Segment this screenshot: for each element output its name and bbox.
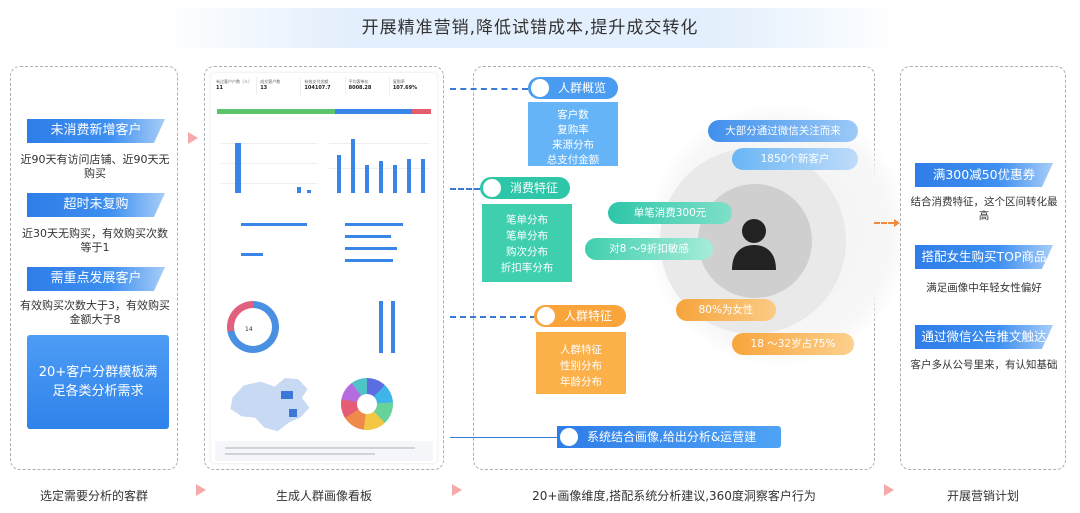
step-label-select: 选定需要分析的客群 (39, 489, 148, 503)
group-desc-key-customers: 有效购买次数大于3，有效购买金额大于8 (20, 299, 170, 326)
plan-tag-top-products[interactable]: 搭配女生购买TOP商品 (915, 245, 1053, 269)
analysis-note (215, 441, 433, 461)
connector-consumption (450, 188, 480, 190)
insight-tag: 大部分通过微信关注而来 (708, 120, 858, 142)
marketing-plan-panel: 满300减50优惠券 结合消费特征，这个区间转化最高 搭配女生购买TOP商品 满… (900, 66, 1066, 470)
group-tag-key-customers[interactable]: 需重点发展客户 (27, 267, 165, 291)
chart-bar (379, 161, 383, 193)
step-label-portrait: 20+画像维度,搭配系统分析建议,360度洞察客户行为 (532, 489, 816, 503)
chart-bar (421, 159, 425, 193)
chart-bar (379, 301, 383, 353)
insight-tag: 80%为女性 (676, 299, 776, 321)
donut-value: 14 (245, 326, 253, 333)
group-tag-new-customers[interactable]: 未消费新增客户 (27, 119, 165, 143)
chart-bar (351, 139, 355, 193)
step-label-dashboard: 生成人群画像看板 (275, 489, 372, 503)
bullet-icon (537, 307, 555, 325)
chart-bar (365, 165, 369, 193)
connector-overview (450, 88, 528, 90)
arrow-to-plan (874, 219, 900, 227)
insight-tag: 对8 ～9折扣敏感 (585, 238, 713, 260)
group-desc-new-customers: 近90天有访问店铺、近90天无购买 (20, 153, 170, 180)
chart-bar (393, 165, 397, 193)
chart-hbar (345, 235, 391, 238)
chart-hbar (345, 259, 393, 262)
overview-box: 客户数 复购率 来源分布 总支付金额 (528, 102, 618, 166)
template-box[interactable]: 20+客户分群模板满足各类分析需求 (27, 335, 169, 429)
bullet-icon (483, 179, 501, 197)
plan-desc-wechat-push: 客户多从公号里来，有认知基础 (910, 359, 1058, 371)
chart-hbar (345, 247, 397, 250)
chart-bar (297, 187, 301, 193)
map-highlight (289, 409, 297, 417)
kpi-item: 有过客户户数（人）11 (215, 77, 258, 95)
flow-arrow-icon (452, 484, 462, 496)
plan-desc-coupon: 结合消费特征，这个区间转化最高 (910, 196, 1058, 222)
region-map (230, 377, 310, 432)
chart-hbar (345, 223, 403, 226)
flow-arrow-icon (196, 484, 206, 496)
bullet-icon (560, 428, 578, 446)
connector-crowd (450, 316, 536, 318)
map-highlight (281, 391, 293, 399)
group-tag-overdue-repurchase[interactable]: 超时未复购 (27, 193, 165, 217)
overview-header[interactable]: 人群概览 (528, 77, 618, 99)
insight-tag: 1850个新客户 (732, 148, 858, 170)
member-ratio-bar (217, 109, 431, 114)
banner-title: 开展精准营销,降低试错成本,提升成交转化 (160, 8, 900, 48)
flow-arrow-icon (188, 132, 198, 144)
consumption-header[interactable]: 消费特征 (480, 177, 570, 199)
customer-group-panel: 未消费新增客户 近90天有访问店铺、近90天无购买 超时未复购 近30天无购买，… (10, 66, 178, 470)
group-desc-overdue-repurchase: 近30天无购买，有效购买次数等于1 (22, 227, 168, 254)
consumption-box: 笔单分布 笔单分布 购次分布 折扣率分布 (482, 204, 572, 282)
flow-arrow-icon (884, 484, 894, 496)
chart-bar (235, 143, 241, 193)
plan-tag-coupon[interactable]: 满300减50优惠券 (915, 163, 1053, 187)
gender-donut (227, 301, 279, 353)
chart-bar (337, 155, 341, 193)
user-avatar-icon (732, 219, 776, 270)
chart-bar (407, 159, 411, 193)
chart-hbar (241, 253, 263, 256)
crowd-box: 人群特征 性别分布 年龄分布 (536, 332, 626, 394)
plan-tag-wechat-push[interactable]: 通过微信公告推文触达 (915, 325, 1053, 349)
insight-tag: 18 ～32岁占75% (732, 333, 854, 355)
system-suggestion-header[interactable]: 系统结合画像,给出分析&运营建 (557, 426, 781, 448)
insight-tag: 单笔消费300元 (608, 202, 732, 224)
category-pie (341, 378, 393, 430)
connector-system (450, 437, 558, 438)
bullet-icon (531, 79, 549, 97)
plan-desc-top-products: 满足画像中年轻女性偏好 (926, 282, 1042, 294)
crowd-header[interactable]: 人群特征 (534, 305, 626, 327)
chart-bar (307, 190, 311, 193)
chart-hbar (241, 223, 307, 226)
chart-bar (391, 301, 395, 353)
step-label-plan: 开展营销计划 (946, 489, 1019, 503)
